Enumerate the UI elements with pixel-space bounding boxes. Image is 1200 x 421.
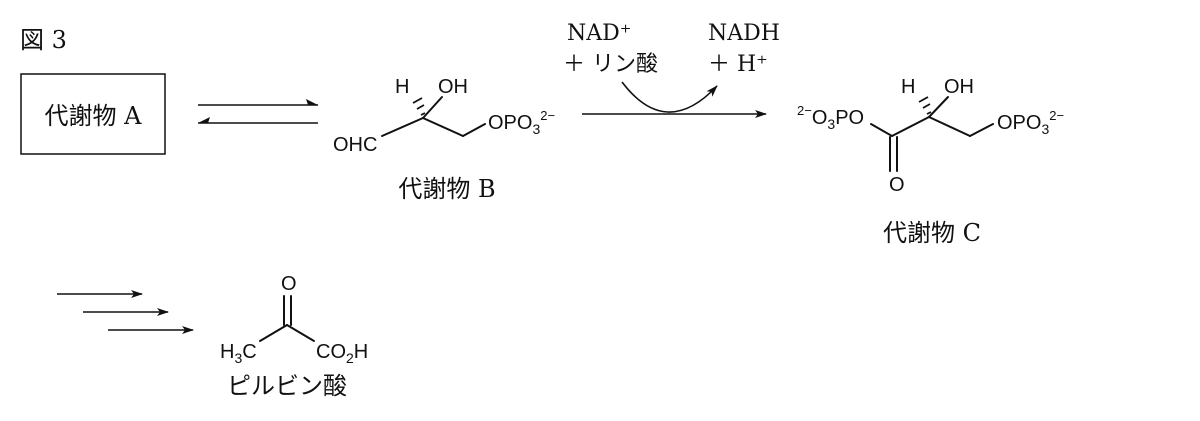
c-bond-ester-o xyxy=(870,123,893,137)
c-opo3-group: OPO32− xyxy=(997,108,1064,137)
c-hashed-wedge xyxy=(918,96,932,115)
b-bond-oh xyxy=(422,96,443,119)
metabolite-b-structure: H OH OHC OPO32− xyxy=(333,76,555,156)
c-bond-c3 xyxy=(928,116,971,137)
metabolite-c-structure: 2−O3PO H OH O OPO32− xyxy=(797,76,1064,196)
b-hashed-wedge xyxy=(412,97,426,116)
cofactor-curved-arrow xyxy=(621,81,718,113)
metabolite-b-label: 代謝物 B xyxy=(398,175,495,203)
reactant-nad: NAD⁺ xyxy=(567,21,631,46)
b-ohc-group: OHC xyxy=(333,134,377,156)
metabolite-c-label: 代謝物 C xyxy=(883,219,981,247)
c-oh-group: OH xyxy=(944,76,974,98)
b-bond-c2 xyxy=(422,117,464,137)
pyruvate-structure: O H3C CO2H xyxy=(220,273,368,366)
pyr-bond-cooh xyxy=(286,324,315,342)
b-opo3-group: OPO32− xyxy=(488,108,555,137)
figure-label: 図 3 xyxy=(20,26,67,54)
c-bond-o xyxy=(969,123,994,137)
b-bond-c1 xyxy=(381,117,424,137)
product-nadh: NADH xyxy=(708,21,780,46)
pyr-bond-ch3 xyxy=(259,324,288,342)
pyr-carbonyl-o: O xyxy=(281,273,297,295)
reactant-phosphate: ＋ リン酸 xyxy=(563,52,658,77)
metabolite-a-box xyxy=(20,73,166,155)
pyr-co2h-group: CO2H xyxy=(316,341,368,366)
c-carbonyl-o: O xyxy=(889,174,905,196)
c-o3po-group: 2−O3PO xyxy=(797,103,864,132)
c-bond-oh xyxy=(928,96,949,118)
c-h-atom: H xyxy=(901,76,915,98)
product-h: ＋ H⁺ xyxy=(708,52,768,77)
pyruvate-label: ピルビン酸 xyxy=(227,372,347,400)
c-bond-c2 xyxy=(891,116,930,137)
b-bond-o xyxy=(462,123,486,137)
pyr-h3c-group: H3C xyxy=(220,341,257,366)
metabolite-a-label: 代謝物 A xyxy=(45,102,143,130)
b-h-atom: H xyxy=(395,76,409,98)
b-oh-group: OH xyxy=(438,76,468,98)
